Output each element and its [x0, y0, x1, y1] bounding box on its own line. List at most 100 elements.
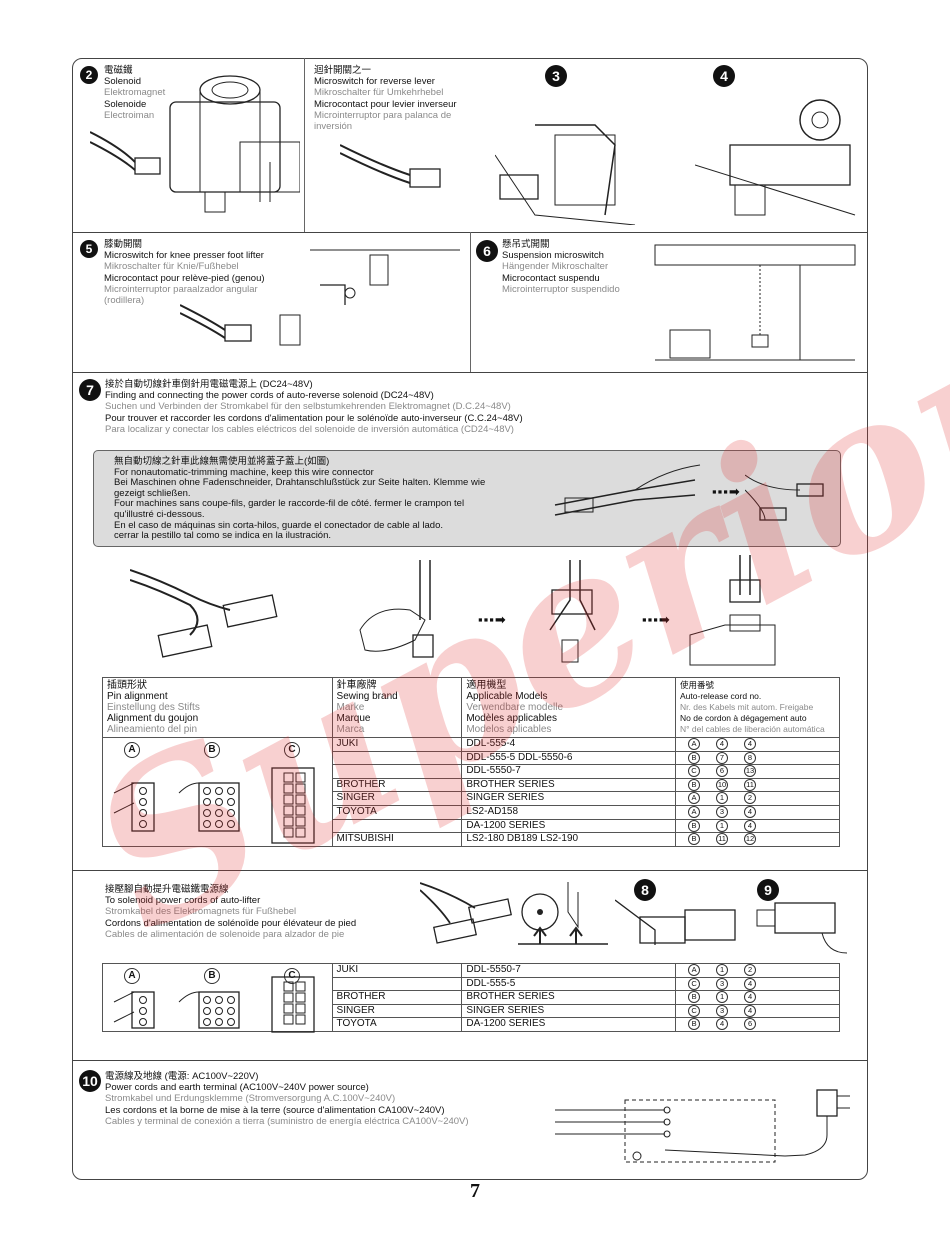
brand-cell: [331, 976, 463, 992]
text-es: Cables y terminal de conexión a tierra (…: [105, 1115, 469, 1127]
reverse-switch-illustration: [495, 124, 636, 225]
brand-cell: TOYOTA: [331, 804, 463, 820]
text-es: Electroiman: [104, 109, 155, 121]
brand-cell: SINGER: [331, 1003, 463, 1019]
section-6-text: 懸吊式開關 Suspension microswitch Hängender M…: [502, 239, 620, 295]
pin-type-mark: A: [688, 964, 701, 976]
hdr-text: Sewing brand: [336, 691, 398, 702]
cord-number-1: 1: [716, 964, 729, 976]
hdr-text: Modelos aplicables: [466, 724, 552, 735]
cord-number-1: 10: [716, 778, 728, 791]
text-fr: Microcontact pour relève-pied (genou): [104, 272, 265, 284]
hand-connector-illustration: [359, 560, 434, 658]
cord-number-1: 1: [716, 792, 728, 805]
text-de: Elektromagnet: [104, 87, 166, 99]
text-fr: Microcontact pour levier inverseur: [314, 98, 457, 110]
cord-number-2: 12: [744, 833, 756, 846]
lifter-connector-illustration: [420, 882, 512, 944]
reverse-connector-illustration: [340, 144, 441, 188]
pin-type-mark: A: [688, 805, 700, 818]
pin-type-mark: C: [688, 977, 701, 990]
text-en: Finding and connecting the power cords o…: [105, 390, 434, 402]
text-es: Microinterruptor suspendido: [502, 283, 620, 295]
cord-number-2: 2: [744, 792, 756, 805]
text-zh: 無自動切線之針車此線無需使用並將蓋子蓋上(如圖): [114, 456, 330, 467]
section-3-badge: 3: [545, 65, 567, 87]
cord-number-1: 7: [716, 751, 728, 764]
hdr-text: Marque: [336, 713, 371, 724]
header-brand: 針車廠牌 Sewing brand Marke Marque Marca: [331, 677, 463, 738]
cord-number-1: 3: [716, 1004, 729, 1017]
text-es-cont: inversión: [314, 121, 353, 133]
connected-machine-illustration: [689, 555, 776, 666]
model-cell: DA-1200 SERIES: [461, 818, 676, 834]
pin-type-mark: B: [688, 819, 700, 832]
section-7-badge: 7: [79, 379, 101, 401]
hdr-text: 適用機型: [466, 680, 507, 691]
brand-cell: BROTHER: [331, 777, 463, 793]
text-fr: Les cordons et la borne de mise à la ter…: [105, 1104, 445, 1116]
text-fr: Solenoide: [104, 98, 147, 110]
cord-number-1: 11: [716, 833, 728, 846]
cord-number-1: 4: [716, 738, 728, 750]
cord-number-2: 4: [744, 991, 757, 1004]
suspension-switch-illustration: [654, 244, 856, 361]
model-cell: DDL-555-5: [461, 976, 677, 992]
pin-type-mark: C: [688, 765, 700, 778]
model-cell: SINGER SERIES: [461, 1003, 677, 1019]
section-2-text: 電磁鐵 Solenoid Elektromagnet Solenoide Ele…: [104, 65, 165, 121]
text-de: Stromkabel und Erdungsklemme (Stromverso…: [105, 1093, 396, 1105]
brand-cell: [331, 750, 463, 766]
pin-label-c: C: [284, 968, 300, 984]
hdr-text: Einstellung des Stifts: [107, 702, 200, 713]
text-en: To solenoid power cords of auto-lifter: [105, 895, 261, 907]
text-fr: Cordons d'alimentation de solénoïde pour…: [105, 917, 357, 929]
cord-number-2: 13: [744, 765, 756, 778]
text-zh: 電源線及地線 (電源: AC100V~220V): [105, 1071, 259, 1082]
brand-cell: TOYOTA: [331, 1017, 463, 1032]
section-5-text: 膝動開關 Microswitch for knee presser foot l…: [104, 239, 265, 306]
section-2-badge: 2: [80, 66, 98, 84]
text-en: Microswitch for knee presser foot lifter: [104, 250, 264, 262]
brand-cell: [331, 818, 463, 834]
text-zh: 迴針開關之一: [314, 65, 372, 76]
cord-number-2: 4: [744, 977, 757, 990]
text-de: Hängender Mikroschalter: [502, 261, 609, 273]
text-zh: 電磁鐵: [104, 65, 133, 76]
page-frame: [72, 58, 868, 1180]
page-number: 7: [470, 1180, 480, 1202]
model-cell: LS2-180 DB189 LS2-190: [461, 832, 676, 847]
solenoid-illustration: [90, 75, 300, 213]
model-cell: LS2-AD158: [461, 804, 676, 820]
text-es: Microinterruptor paraalzador angular: [104, 283, 258, 295]
hdr-text: Alignment du goujon: [107, 713, 199, 724]
lifter-text: 接壓腳自動提升電磁鐵電源線 To solenoid power cords of…: [105, 884, 356, 940]
reverse-switch-text: 迴針開關之一 Microswitch for reverse lever Mik…: [314, 65, 457, 132]
model-cell: SINGER SERIES: [461, 791, 676, 806]
cord-number-2: 4: [744, 738, 756, 750]
cord-number-1: 3: [716, 977, 729, 990]
cord-cell: C 3 4: [675, 976, 840, 992]
hdr-text: Marca: [336, 724, 365, 735]
section-10-text: 電源線及地線 (電源: AC100V~220V) Power cords and…: [105, 1071, 469, 1127]
brand-cell: [331, 764, 463, 779]
pin-type-mark: B: [688, 778, 700, 791]
text-en: For nonautomatic-trimming machine, keep …: [114, 466, 374, 478]
step-arrow: ▪▪▪➡: [712, 484, 741, 499]
